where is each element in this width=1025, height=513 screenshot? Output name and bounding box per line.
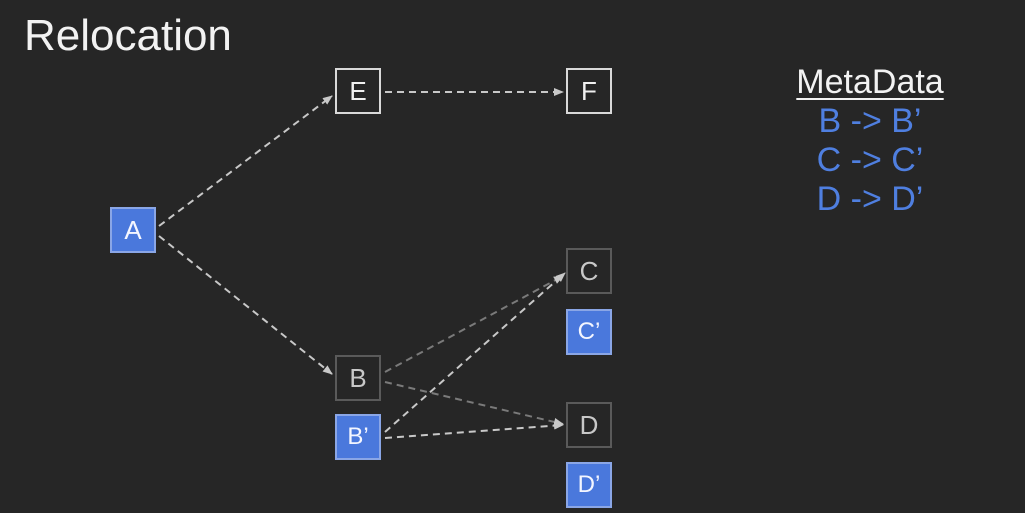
node-e-label: E (349, 75, 367, 106)
node-c-label: C (579, 255, 599, 286)
metadata-panel: MetaData B -> B’ C -> C’ D -> D’ (770, 62, 970, 219)
edge-b-d (384, 381, 564, 426)
edge-bprime-d (384, 421, 564, 439)
node-d-prime-label: D’ (577, 471, 601, 498)
edge-a-b (158, 235, 333, 375)
metadata-entry: B -> B’ (818, 102, 922, 140)
node-d-prime: D’ (566, 462, 612, 508)
node-b-prime-label: B’ (347, 423, 369, 450)
node-c-prime-label: C’ (577, 318, 601, 345)
node-e: E (335, 68, 381, 114)
node-b-prime: B’ (335, 414, 381, 460)
node-b-label: B (349, 362, 367, 393)
slide-title: Relocation (24, 11, 232, 60)
node-b: B (335, 355, 381, 401)
metadata-entry: D -> D’ (816, 180, 924, 218)
node-f-label: F (581, 75, 597, 106)
node-c-prime: C’ (566, 309, 612, 355)
edge-bprime-c (384, 272, 566, 433)
edge-a-e (158, 95, 333, 227)
metadata-title: MetaData (796, 63, 944, 101)
edge-b-c (384, 275, 564, 373)
metadata-entry: C -> C’ (816, 141, 924, 179)
node-f: F (566, 68, 612, 114)
node-d-label: D (579, 409, 599, 440)
node-c: C (566, 248, 612, 294)
node-a: A (110, 207, 156, 253)
node-a-label: A (124, 214, 142, 245)
node-d: D (566, 402, 612, 448)
